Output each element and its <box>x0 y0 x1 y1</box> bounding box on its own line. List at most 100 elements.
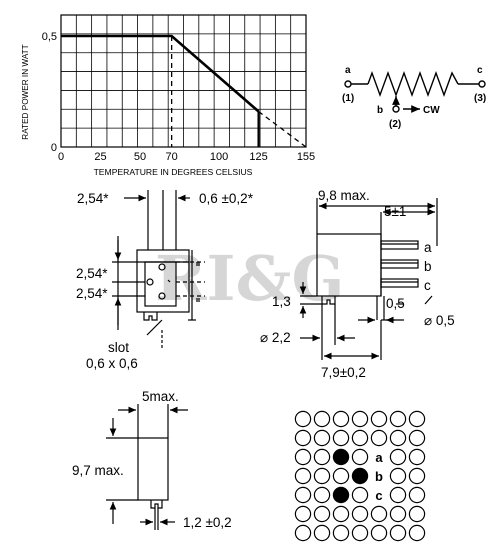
watermark-logo: RI&G <box>155 242 344 315</box>
pcb-hole <box>389 429 407 447</box>
front-body <box>136 249 190 313</box>
pcb-hole-filled <box>332 486 350 504</box>
side-dim-gap: 0,5 <box>386 296 405 311</box>
pcb-hole <box>370 410 388 428</box>
chart-y-tick-label: 0,5 <box>42 31 57 43</box>
chart-x-tick-label: 155 <box>297 151 315 163</box>
pcb-hole <box>370 429 388 447</box>
pcb-hole <box>389 410 407 428</box>
front-dim-pin-width: 0,6 ±0,2* <box>199 191 254 206</box>
schematic-wiper-pin <box>392 105 400 113</box>
side-dim-pin-dia-left: ⌀ 2,2 <box>260 330 291 345</box>
pcb-hole <box>351 448 369 466</box>
pcb-hole-filled <box>351 467 369 485</box>
pcb-hole <box>294 505 312 523</box>
schematic-pin-a <box>344 80 352 88</box>
pcb-hole <box>370 524 388 542</box>
pcb-hole <box>408 524 426 542</box>
pcb-hole <box>313 524 331 542</box>
pcb-hole <box>313 429 331 447</box>
schematic-label-b: b <box>377 105 383 116</box>
side-dim-height: 1,3 <box>272 294 291 309</box>
schematic-label-b-num: (2) <box>389 119 401 130</box>
hole-grid-pin-label: a <box>375 450 383 465</box>
pcb-hole <box>313 467 331 485</box>
chart-x-axis-label: TEMPERATURE IN DEGREES CELSIUS <box>94 167 253 177</box>
pcb-hole <box>351 505 369 523</box>
side-dim-base: 7,9±0,2 <box>321 365 366 380</box>
side-label-c: c <box>424 278 431 293</box>
side-view <box>299 198 438 360</box>
side-dim-pin-dia-right: ⌀ 0,5 <box>424 313 455 328</box>
pcb-hole <box>408 429 426 447</box>
pcb-hole <box>294 429 312 447</box>
pcb-hole <box>294 486 312 504</box>
hole-grid-pin-label: b <box>375 469 383 484</box>
pcb-hole <box>351 429 369 447</box>
pcb-hole <box>294 410 312 428</box>
schematic-resistor-zigzag <box>367 70 459 98</box>
front-dim-row-2: 2,54* <box>76 286 108 301</box>
pcb-hole <box>332 505 350 523</box>
hole-grid-pin-label: c <box>375 488 382 503</box>
front-slot <box>143 312 158 321</box>
pcb-hole <box>332 410 350 428</box>
chart-x-tick-label: 0 <box>58 151 64 163</box>
pcb-hole <box>313 505 331 523</box>
potentiometer-schematic <box>344 70 486 113</box>
schematic-label-cw: CW <box>423 105 440 116</box>
chart-series-line-1 <box>61 34 260 113</box>
pcb-hole <box>408 505 426 523</box>
chart-x-tick-label: 25 <box>94 151 106 163</box>
front-view <box>112 190 205 350</box>
chart-x-tick-label: 50 <box>134 151 146 163</box>
pcb-hole <box>389 467 407 485</box>
chart-x-tick-label: 100 <box>210 151 228 163</box>
pcb-hole <box>313 486 331 504</box>
pcb-hole <box>408 467 426 485</box>
side-label-b: b <box>424 259 432 274</box>
pcb-hole <box>351 524 369 542</box>
chart-x-ticks: 0 25 50 70 100 125 155 <box>58 151 315 163</box>
schematic-label-c-num: (3) <box>474 93 486 104</box>
side-dim-pin-offset: 5±1 <box>384 204 406 219</box>
schematic-pin-c <box>478 80 486 88</box>
pcb-hole <box>389 505 407 523</box>
top-dim-pin: 1,2 ±0,2 <box>183 515 232 530</box>
pcb-hole <box>294 448 312 466</box>
pcb-hole <box>408 448 426 466</box>
pcb-hole <box>370 505 388 523</box>
pcb-hole <box>332 429 350 447</box>
pcb-hole <box>389 486 407 504</box>
chart-grid <box>60 14 307 148</box>
front-dim-pin-pitch: 2,54* <box>77 191 109 206</box>
front-slot-label: slot <box>108 340 129 355</box>
pcb-hole <box>408 486 426 504</box>
side-lead-c <box>380 278 419 288</box>
pcb-hole <box>294 524 312 542</box>
chart-x-tick-label: 125 <box>249 151 267 163</box>
pcb-hole <box>389 524 407 542</box>
pcb-hole <box>294 467 312 485</box>
schematic-label-a-num: (1) <box>342 93 354 104</box>
chart-y-tick-label: 0 <box>51 142 57 154</box>
side-label-a: a <box>424 240 432 255</box>
side-dim-length: 9,8 max. <box>318 188 370 203</box>
top-dim-height: 9,7 max. <box>72 463 124 478</box>
pcb-hole <box>389 448 407 466</box>
chart-y-ticks: 00,5 <box>42 31 57 154</box>
pcb-hole <box>313 410 331 428</box>
chart-curve <box>61 34 307 148</box>
top-view <box>106 404 188 530</box>
pcb-hole <box>351 410 369 428</box>
side-lead-a <box>380 240 419 250</box>
top-body <box>137 437 169 501</box>
front-dim-row-1: 2,54* <box>76 266 108 281</box>
pcb-hole <box>313 448 331 466</box>
front-slot-size: 0,6 x 0,6 <box>86 356 138 371</box>
pcb-hole <box>332 467 350 485</box>
chart-y-axis-label: RATED POWER IN WATT <box>21 44 30 139</box>
chart-x-tick-label: 70 <box>166 151 178 163</box>
pcb-hole <box>408 410 426 428</box>
